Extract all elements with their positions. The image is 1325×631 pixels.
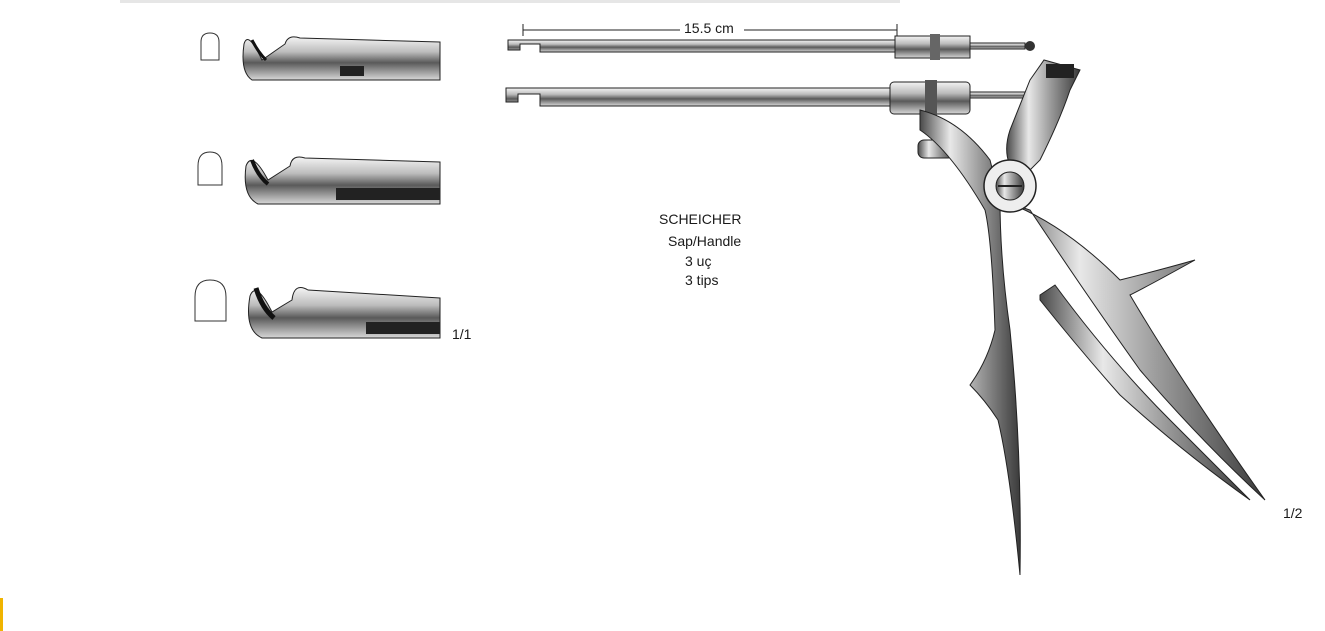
tips-count-en: 3 tips	[685, 272, 719, 288]
product-name: SCHEICHER	[659, 211, 742, 227]
tip-outline-medium	[197, 151, 223, 186]
product-subtitle: Sap/Handle	[668, 233, 742, 249]
tips-count-tr: 3 uç	[685, 253, 712, 269]
dimension-line	[522, 22, 898, 38]
instrument-scale-label: 1/2	[1283, 505, 1303, 521]
tip-detail-small	[242, 36, 441, 81]
top-edge-strip	[120, 0, 900, 3]
instrument-shaft	[505, 80, 1031, 116]
tip-outline-small	[200, 32, 220, 61]
tip-outline-large	[194, 279, 227, 322]
corner-marker	[0, 598, 3, 631]
detached-shaft	[507, 34, 1035, 60]
tip-detail-medium	[244, 156, 441, 205]
dimension-label: 15.5 cm	[684, 20, 734, 36]
tip-detail-large	[248, 287, 441, 339]
tips-scale-label: 1/1	[452, 326, 472, 342]
instrument-handle	[919, 59, 1266, 576]
